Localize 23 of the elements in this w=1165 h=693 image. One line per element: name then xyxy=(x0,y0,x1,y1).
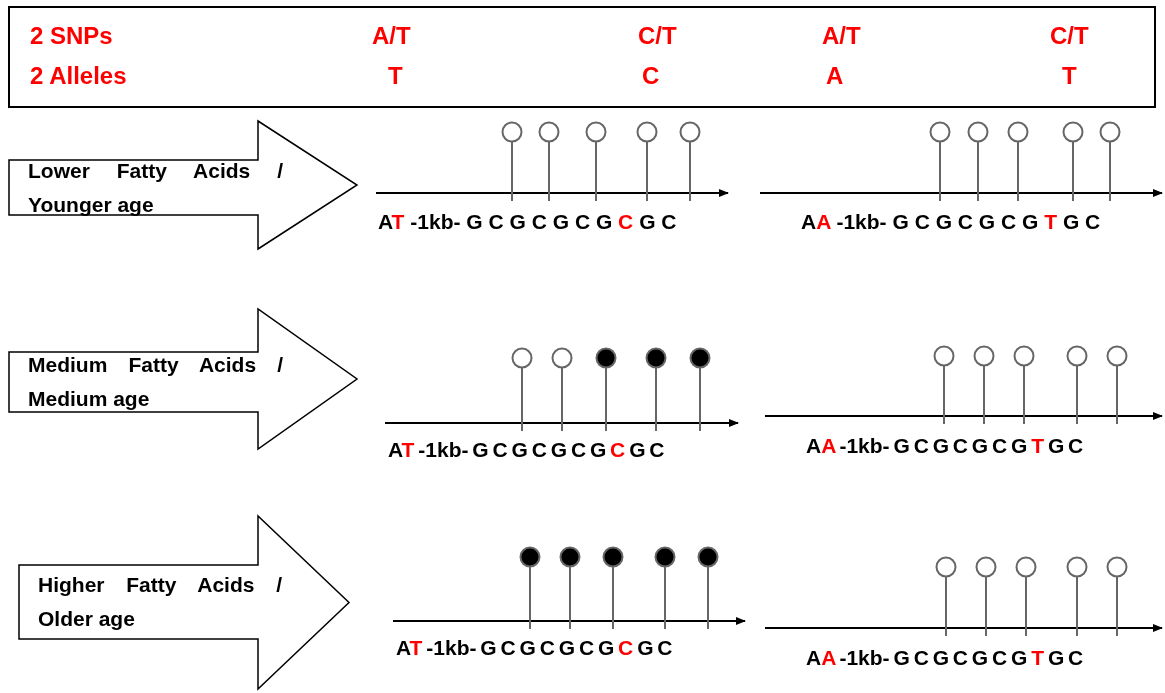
sequence-label: AT -1kb- G C G C G C G C G C xyxy=(388,438,665,462)
allele-label: C xyxy=(642,62,660,90)
allele-label: A xyxy=(826,62,844,90)
snp-label: C/T xyxy=(1050,22,1089,50)
block-arrow xyxy=(8,120,358,250)
sequence-label: AA -1kb- G C G C G C G T G C xyxy=(806,646,1084,670)
block-arrow xyxy=(8,308,358,450)
arrow-label: Higher Fatty Acids / Older age xyxy=(38,572,282,632)
allele-label: T xyxy=(388,62,403,90)
snp-label: C/T xyxy=(638,22,677,50)
sequence-label: AA -1kb- G C G C G C G T G C xyxy=(801,210,1101,234)
sequence-label: AT -1kb- G C G C G C G C G C xyxy=(396,636,673,660)
sequence-label: AT -1kb- G C G C G C G C G C xyxy=(378,210,677,234)
block-arrow xyxy=(18,515,350,690)
header-label: 2 SNPs xyxy=(30,22,113,50)
arrow-label: Lower Fatty Acids / Younger age xyxy=(28,157,283,218)
snp-label: A/T xyxy=(822,22,861,50)
snp-label: A/T xyxy=(372,22,411,50)
header-box xyxy=(8,6,1156,108)
allele-label: T xyxy=(1062,62,1077,90)
header-label: 2 Alleles xyxy=(30,62,127,90)
sequence-label: AA -1kb- G C G C G C G T G C xyxy=(806,434,1084,458)
arrow-label: Medium Fatty Acids / Medium age xyxy=(28,352,283,412)
